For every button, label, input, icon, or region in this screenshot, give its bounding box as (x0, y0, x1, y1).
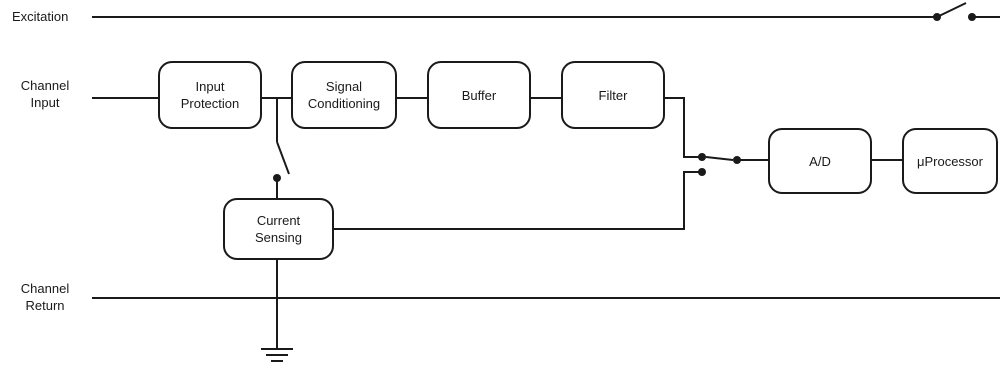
ad-switch-blade (705, 156, 734, 161)
block-microprocessor: μProcessor (902, 128, 998, 194)
ad-switch-contact-bottom (698, 168, 706, 176)
block-buffer: Buffer (427, 61, 531, 129)
label-channel-input: Channel Input (20, 78, 70, 110)
block-input-protection: Input Protection (158, 61, 262, 129)
label-channel-return: Channel Return (20, 281, 70, 313)
excitation-switch-contact-right (968, 13, 976, 21)
excitation-switch-contact-left (933, 13, 941, 21)
wire-filter-to-switch (665, 97, 702, 158)
block-ad-converter: A/D (768, 128, 872, 194)
block-current-sensing: Current Sensing (223, 198, 334, 260)
label-excitation: Excitation (12, 9, 69, 24)
sensing-switch-contact (273, 174, 281, 182)
excitation-switch-blade (936, 2, 967, 18)
ad-switch-common (733, 156, 741, 164)
ad-switch-contact-top (698, 153, 706, 161)
sensing-switch-blade (276, 141, 290, 175)
block-signal-conditioning: Signal Conditioning (291, 61, 397, 129)
block-filter: Filter (561, 61, 665, 129)
wire-sensing-to-switch (334, 171, 702, 230)
